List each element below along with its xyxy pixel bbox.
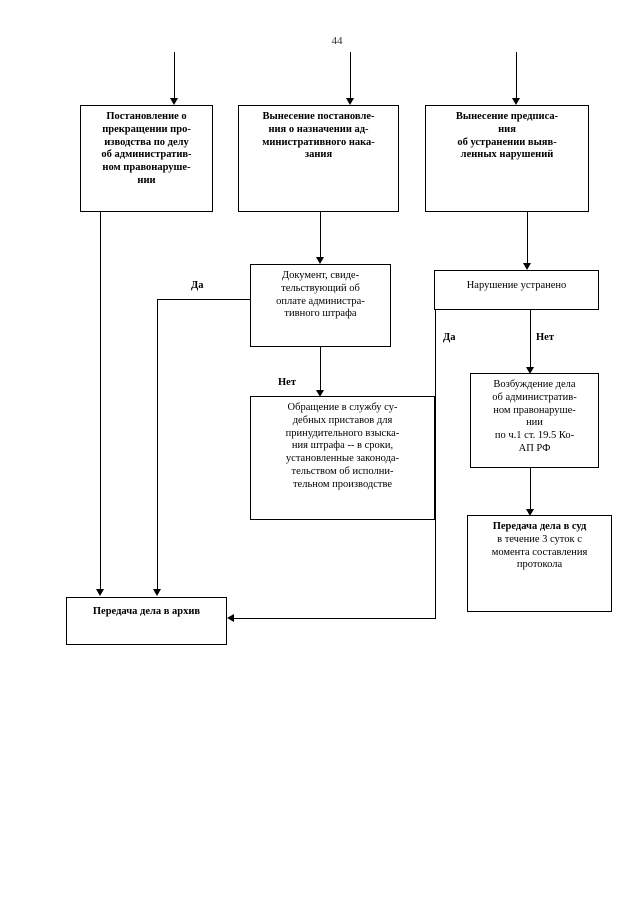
node-vynesenie-predpisaniya[interactable]: Вынесение предписа- ния об устранении вы… [425, 105, 589, 212]
edge-da-right-vertical [435, 310, 436, 619]
node-text: Обращение в службу су- дебных приставов … [285, 402, 400, 490]
node-narushenie-ustraneno[interactable]: Нарушение устранено [434, 270, 599, 310]
edge-n1-to-archive-arrow [96, 589, 104, 596]
node-text: Документ, свиде- тельствующий об оплате … [276, 270, 365, 320]
edge-da-left-vertical [157, 299, 158, 590]
edge-n3-to-n6-line [527, 212, 528, 264]
node-peredacha-dela-v-arkhiv[interactable]: Передача дела в архив [66, 597, 227, 645]
edge-label-da-left: Да [191, 280, 204, 291]
node-text: Вынесение предписа- ния об устранении вы… [455, 111, 559, 161]
node-text: Передача дела в архив [92, 606, 201, 617]
edge-net-center-line [320, 347, 321, 391]
edge-net-right-arrow [526, 367, 534, 374]
page-number: 44 [331, 35, 343, 47]
node-text: Вынесение постановле- ния о назначении а… [262, 111, 375, 161]
edge-da-left-arrow [153, 589, 161, 596]
edge-n2-to-n4-arrow [316, 257, 324, 264]
inbound-arrow-1-head [170, 98, 178, 105]
inbound-arrow-3-head [512, 98, 520, 105]
edge-label-net-right: Нет [536, 332, 554, 343]
inbound-arrow-2-head [346, 98, 354, 105]
edge-label-net-center: Нет [278, 377, 296, 388]
inbound-line-2 [350, 52, 351, 99]
edge-da-right-horizontal [234, 618, 436, 619]
node-text: Нарушение устранено [466, 280, 567, 291]
edge-n7-to-n8-arrow [526, 509, 534, 516]
node-obrashchenie-v-sluzhbu-pristavov[interactable]: Обращение в службу су- дебных приставов … [250, 396, 435, 520]
edge-label-da-right: Да [443, 332, 456, 343]
edge-n7-to-n8-line [530, 468, 531, 510]
node-text: Возбуждение дела об административ- ном п… [492, 379, 577, 454]
node-dokument-ob-oplate[interactable]: Документ, свиде- тельствующий об оплате … [250, 264, 391, 347]
inbound-line-1 [174, 52, 175, 99]
node-text: в течение 3 суток с момента составления … [491, 533, 588, 571]
edge-n3-to-n6-arrow [523, 263, 531, 270]
edge-net-center-arrow [316, 390, 324, 397]
node-postanovlenie-o-prekrashchenii[interactable]: Постановление о прекращении про- изводст… [80, 105, 213, 212]
node-vynesenie-postanovleniya[interactable]: Вынесение постановле- ния о назначении а… [238, 105, 399, 212]
edge-da-right-arrow [227, 614, 234, 622]
inbound-line-3 [516, 52, 517, 99]
node-text: Постановление о прекращении про- изводст… [101, 111, 192, 186]
edge-net-right-line [530, 310, 531, 368]
edge-n2-to-n4-line [320, 212, 321, 258]
node-vozbuzhdenie-dela[interactable]: Возбуждение дела об административ- ном п… [470, 373, 599, 468]
edge-n1-to-archive-line [100, 212, 101, 590]
edge-da-left-horizontal [157, 299, 251, 300]
node-peredacha-dela-v-sud[interactable]: Передача дела в суд в течение 3 суток с … [467, 515, 612, 612]
node-heading: Передача дела в суд [492, 521, 587, 532]
